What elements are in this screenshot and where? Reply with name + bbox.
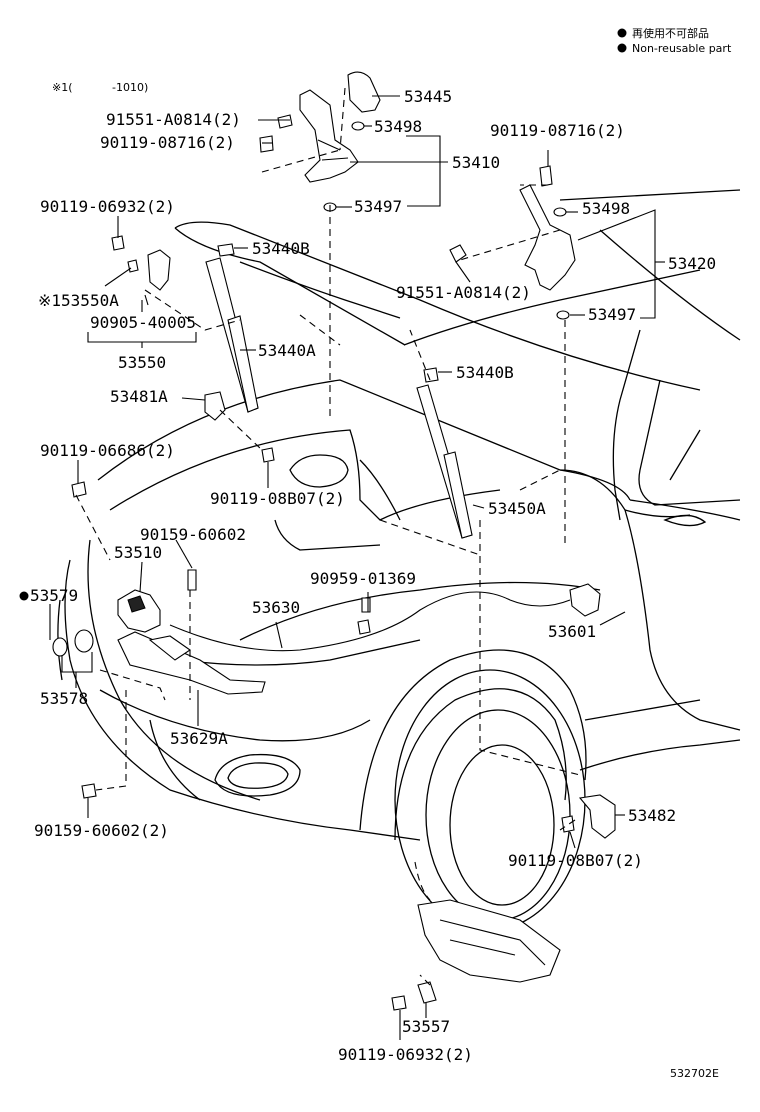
bolt-icon	[391, 995, 407, 1011]
diagram-id: 532702E	[670, 1067, 719, 1080]
release-lever-icon	[569, 583, 601, 617]
bolt-icon	[361, 597, 371, 613]
label-90119-06932-lower: 90119-06932(2)	[338, 1045, 473, 1064]
label-91551-a0814-lh: 91551-A0814(2)	[106, 110, 241, 129]
label-53420: 53420	[668, 254, 716, 273]
vehicle-body-outline	[57, 189, 741, 931]
bracket-53557-icon	[417, 981, 437, 1004]
bolt-icon	[81, 783, 97, 799]
washer-icon	[553, 207, 567, 217]
label-53601: 53601	[548, 622, 596, 641]
note-suffix: -1010)	[112, 81, 148, 94]
washer-icon	[556, 310, 570, 320]
label-53579: 53579	[30, 586, 78, 605]
label-53440b-lh: 53440B	[252, 239, 310, 258]
label-53497-rh: 53497	[588, 305, 636, 324]
label-90959-01369: 90959-01369	[310, 569, 416, 588]
label-53410: 53410	[452, 153, 500, 172]
label-90159-60602-lower: 90159-60602(2)	[34, 821, 169, 840]
label-53445: 53445	[404, 87, 452, 106]
bolt-icon	[561, 815, 575, 833]
label-53497-lh: 53497	[354, 197, 402, 216]
bolt-icon	[449, 244, 467, 263]
label-53550: 53550	[118, 353, 166, 372]
non-reusable-bullet-icon	[617, 28, 627, 38]
legend-jp-label: 再使用不可部品	[632, 26, 709, 40]
label-91551-a0814-rh: 91551-A0814(2)	[396, 283, 531, 302]
ball-stud-icon	[217, 243, 235, 257]
cushion-icon	[74, 629, 94, 653]
clamp-icon	[357, 619, 371, 635]
bolt-icon	[539, 165, 553, 187]
leader-lines	[49, 95, 665, 1040]
washer-icon	[351, 121, 365, 131]
label-53481a: 53481A	[110, 387, 168, 406]
callouts: 53445 91551-A0814(2) 53498 90119-08716(2…	[19, 87, 716, 1064]
bolt-icon	[111, 235, 125, 251]
label-90119-08716-rh: 90119-08716(2)	[490, 121, 625, 140]
label-53630: 53630	[252, 598, 300, 617]
label-90119-08716-lh: 90119-08716(2)	[100, 133, 235, 152]
bracket-icon	[204, 391, 226, 421]
ball-stud-icon	[423, 367, 439, 383]
label-90119-06686: 90119-06686(2)	[40, 441, 175, 460]
applicability-note: ※1( -1010)	[52, 81, 148, 94]
label-53450a: 53450A	[488, 499, 546, 518]
label-53557: 53557	[402, 1017, 450, 1036]
hood-lock-assembly	[52, 235, 275, 799]
hood-hinge-rh	[449, 165, 576, 320]
label-90119-08b07-upper: 90119-08B07(2)	[210, 489, 345, 508]
label-53498-lh: 53498	[374, 117, 422, 136]
alignment-lines	[75, 87, 581, 986]
label-53510: 53510	[114, 543, 162, 562]
bolt-icon	[259, 135, 274, 153]
bolt-icon	[71, 481, 87, 498]
legend: 再使用不可部品 Non-reusable part	[617, 26, 732, 55]
clip-icon	[127, 259, 139, 273]
label-53550a: ※153550A	[38, 291, 119, 310]
cushion-icon	[52, 637, 68, 657]
label-90159-60602: 90159-60602	[140, 525, 246, 544]
label-53482: 53482	[628, 806, 676, 825]
non-reusable-bullet-icon	[19, 591, 29, 601]
label-53578: 53578	[40, 689, 88, 708]
bolt-icon	[261, 447, 275, 463]
note-prefix: ※1(	[52, 81, 73, 94]
hood-stopper-icon	[147, 249, 171, 291]
non-reusable-bullet-icon	[617, 43, 627, 53]
label-90119-06932-upper: 90119-06932(2)	[40, 197, 175, 216]
under-cover-icon	[417, 899, 561, 983]
label-53440a: 53440A	[258, 341, 316, 360]
label-90119-08b07-lower: 90119-08B07(2)	[508, 851, 643, 870]
bracket-53482-icon	[578, 794, 616, 839]
label-53498-rh: 53498	[582, 199, 630, 218]
lower-brackets	[391, 794, 616, 1011]
label-53629a: 53629A	[170, 729, 228, 748]
label-90905-40005: 90905-40005	[90, 313, 196, 332]
hood-support-struts	[205, 243, 473, 539]
hood-lock-support-icon	[117, 631, 266, 695]
legend-en-label: Non-reusable part	[632, 42, 732, 55]
hood-hinge-lh	[259, 71, 381, 212]
bolt-icon	[277, 114, 293, 129]
label-53440b-rh: 53440B	[456, 363, 514, 382]
bolt-icon	[187, 569, 197, 591]
hinge-cover-icon	[347, 71, 381, 113]
